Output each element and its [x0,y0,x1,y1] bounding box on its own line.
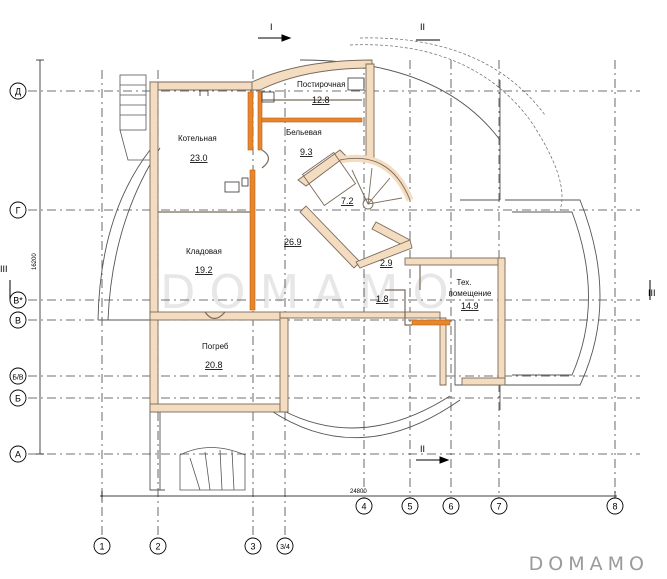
axis-g: Г [16,206,21,216]
outer-contours [97,59,601,491]
brand-logo: DOMAMO [528,553,649,575]
dimension-lines [36,59,617,501]
spiral-stair [301,151,414,210]
axis-4: 4 [361,502,366,512]
axis-2: 2 [155,542,160,552]
axis-3: 3 [250,542,255,552]
axis-b: Б [15,394,21,404]
room-small-area: 1.8 [376,294,389,304]
room-technical-area: 14.9 [461,301,479,311]
room-stairs-area: 7.2 [341,196,354,206]
exterior-stair [119,74,150,161]
section-label-3-right: III [648,288,656,298]
axis-a: А [15,450,21,460]
room-linen-area: 9.3 [300,147,313,157]
entrance-steps [179,447,246,491]
room-technical-name: Тех. [457,278,472,287]
axis-8: 8 [612,502,617,512]
section-cuts [9,34,651,464]
axis-b-v: Б/В [12,375,24,382]
axis-7: 7 [496,502,501,512]
room-boiler-name: Котельная [178,134,217,143]
room-boiler-area: 23.0 [190,153,208,163]
equipment [199,77,365,193]
axis-markers-horizontal: Д Г В* В Б/В Б А [9,82,27,463]
room-corridor-area: 2.9 [380,258,393,268]
section-label-1: I [270,22,273,32]
room-technical-name-line2: помещение [448,289,492,298]
main-walls [148,59,506,413]
axis-d: Д [15,87,21,97]
axis-markers-vertical: 1 2 3 3/4 4 5 6 7 8 [93,497,624,555]
interior-walls [158,99,421,326]
watermark: DOMAMO [160,265,463,319]
room-laundry-area: 12.8 [312,95,330,105]
room-cellar-area: 20.8 [205,360,223,370]
room-hall-area: 26.9 [284,237,302,247]
axis-5: 5 [407,502,412,512]
axis-3-4: 3/4 [280,544,290,551]
dimension-height: 16200 [32,253,38,270]
grid-lines [28,60,640,540]
axis-v-star: В* [13,296,23,306]
section-label-2-bottom: II [420,444,425,454]
axis-v: В [15,316,21,326]
axis-1: 1 [99,542,104,552]
section-label-2: II [420,22,425,32]
partitions [247,91,451,326]
room-linen-name: Бельевая [286,128,322,137]
room-laundry-name: Постирочная [297,80,345,89]
dimension-width: 24800 [350,489,367,495]
axis-6: 6 [448,502,453,512]
section-label-3-left: III [0,264,8,274]
room-storage-area: 19.2 [195,265,213,275]
room-cellar-name: Погреб [202,342,229,351]
room-storage-name: Кладовая [186,247,222,256]
terrace-dashes [349,37,563,211]
